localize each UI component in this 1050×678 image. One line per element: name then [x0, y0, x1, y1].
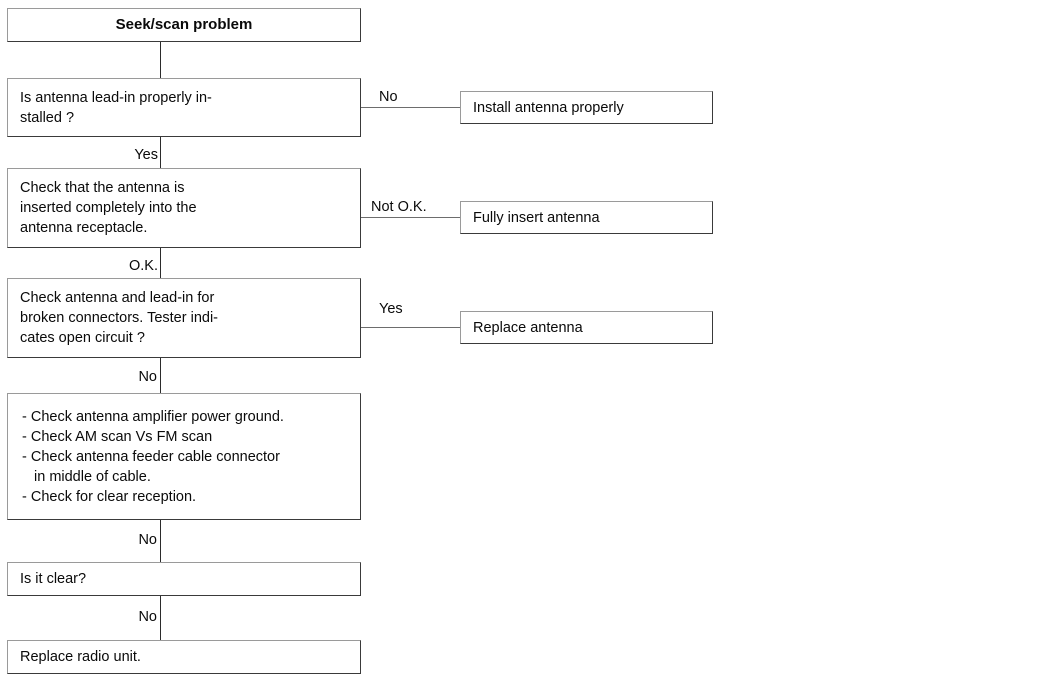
node-broken-line2: broken connectors. Tester indi- — [20, 310, 219, 326]
connector-leadin-to-inserted — [160, 137, 161, 168]
node-leadin-line1: Is antenna lead-in properly in- — [20, 89, 212, 106]
connector-broken-to-checklist — [160, 358, 161, 393]
node-checklist[interactable]: - Check antenna amplifier power ground. … — [7, 393, 361, 520]
node-check-inserted[interactable]: Check that the antenna is inserted compl… — [7, 168, 361, 248]
node-checklist-line4: in middle of cable. — [34, 468, 151, 485]
connector-leadin-no-branch — [360, 107, 460, 108]
edge-label-checklist-no: No — [138, 532, 157, 548]
node-inserted-line2: inserted completely into the — [20, 200, 197, 216]
outcome-fully-insert-label: Fully insert antenna — [473, 209, 600, 226]
edge-label-broken-yes: Yes — [379, 301, 403, 317]
connector-broken-yes-branch — [360, 327, 460, 328]
node-clear-label: Is it clear? — [20, 571, 87, 587]
edge-label-leadin-no: No — [379, 89, 398, 105]
node-question-is-it-clear[interactable]: Is it clear? — [7, 562, 361, 596]
connector-inserted-notok-branch — [360, 217, 460, 218]
node-start-label: Seek/scan problem — [115, 16, 253, 33]
node-broken-line3: cates open circuit ? — [20, 330, 145, 346]
node-start[interactable]: Seek/scan problem — [7, 8, 361, 42]
edge-label-inserted-ok: O.K. — [128, 258, 158, 274]
connector-clear-to-replaceradio — [160, 596, 161, 640]
outcome-fully-insert-antenna[interactable]: Fully insert antenna — [460, 201, 713, 234]
edge-label-broken-no: No — [138, 369, 157, 385]
edge-label-clear-no: No — [138, 609, 157, 625]
node-leadin-line2: stalled ? — [20, 109, 75, 126]
node-checklist-line1: - Check antenna amplifier power ground. — [22, 408, 284, 425]
edge-label-leadin-yes: Yes — [134, 147, 158, 163]
node-question-leadin[interactable]: Is antenna lead-in properly in- stalled … — [7, 78, 361, 137]
node-checklist-line2: - Check AM scan Vs FM scan — [22, 428, 213, 445]
outcome-replace-antenna[interactable]: Replace antenna — [460, 311, 713, 344]
node-inserted-line1: Check that the antenna is — [20, 180, 185, 196]
outcome-install-antenna-properly[interactable]: Install antenna properly — [460, 91, 713, 124]
connector-checklist-to-clear — [160, 520, 161, 562]
node-replace-radio-unit[interactable]: Replace radio unit. — [7, 640, 361, 674]
connector-start-to-leadin — [160, 42, 161, 78]
node-checklist-line5: - Check for clear reception. — [22, 488, 197, 505]
node-inserted-line3: antenna receptacle. — [20, 220, 148, 236]
outcome-replace-antenna-label: Replace antenna — [473, 319, 583, 336]
node-check-broken-connectors[interactable]: Check antenna and lead-in for broken con… — [7, 278, 361, 358]
node-checklist-line3: - Check antenna feeder cable connector — [22, 448, 280, 465]
node-broken-line1: Check antenna and lead-in for — [20, 290, 215, 306]
node-replace-radio-label: Replace radio unit. — [20, 649, 141, 665]
edge-label-inserted-not-ok: Not O.K. — [371, 199, 427, 215]
outcome-install-label: Install antenna properly — [473, 99, 624, 116]
connector-inserted-to-broken — [160, 248, 161, 278]
